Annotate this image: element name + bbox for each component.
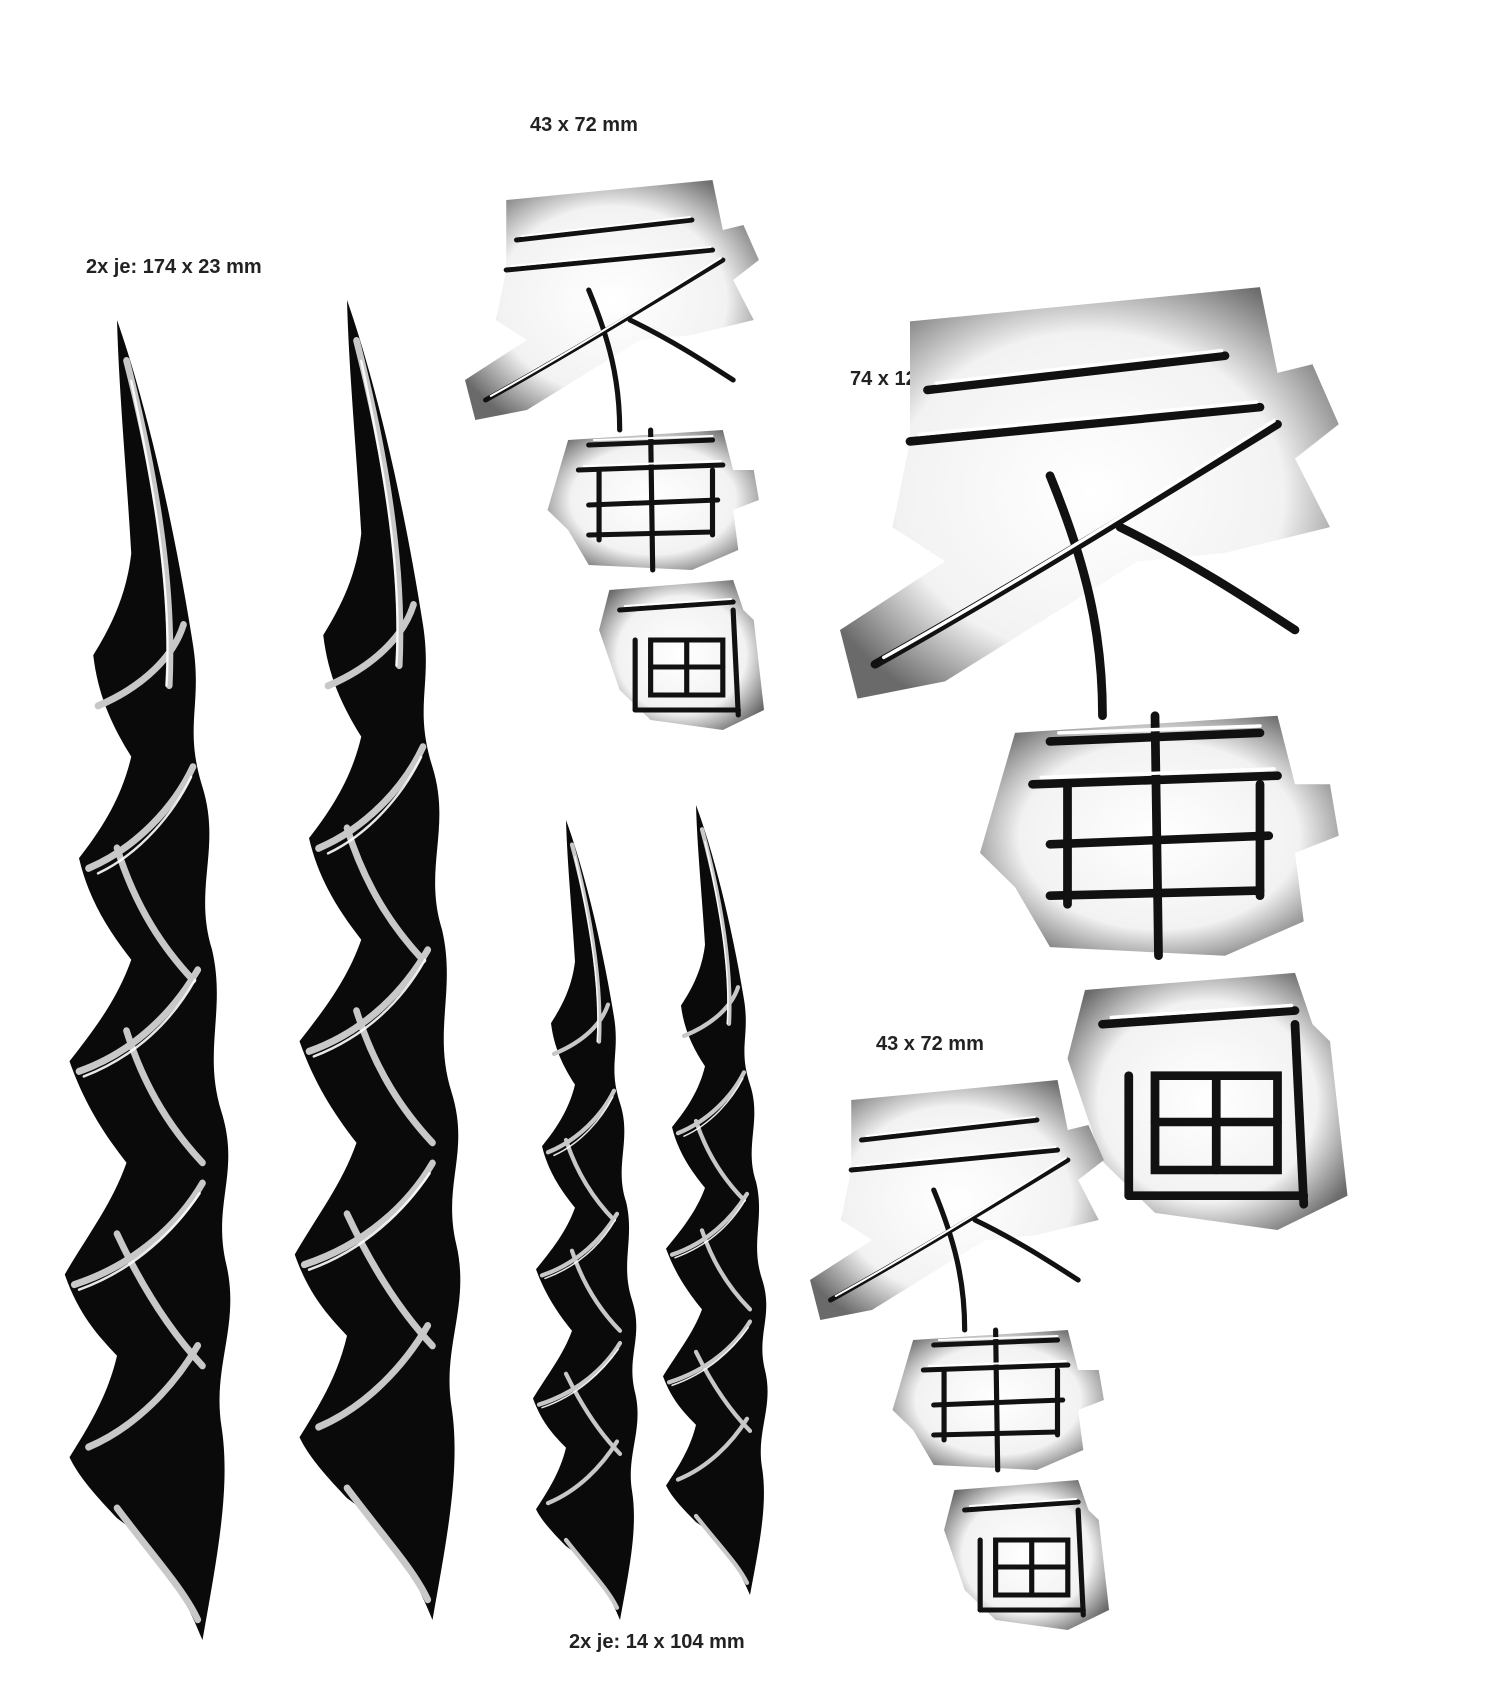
tribal-stripe-small-2 — [660, 805, 780, 1595]
tribal-stripe-icon — [530, 820, 650, 1620]
tribal-stripe-small-1 — [530, 820, 650, 1620]
size-label-large-stripes: 2x je: 174 x 23 mm — [86, 256, 262, 278]
kanji-decal-bottom — [810, 1070, 1140, 1630]
tribal-stripe-icon — [660, 805, 780, 1595]
size-label-kanji-bottom: 43 x 72 mm — [876, 1033, 984, 1055]
kanji-decal-top — [465, 170, 795, 730]
tribal-stripe-large-1 — [60, 320, 250, 1640]
tribal-stripe-icon — [290, 300, 480, 1620]
kanji-glyph-icon — [810, 1070, 1140, 1630]
size-label-small-stripes: 2x je: 14 x 104 mm — [569, 1631, 745, 1653]
tribal-stripe-icon — [60, 320, 250, 1640]
kanji-glyph-icon — [465, 170, 795, 730]
size-label-kanji-top: 43 x 72 mm — [530, 114, 638, 136]
tribal-stripe-large-2 — [290, 300, 480, 1620]
